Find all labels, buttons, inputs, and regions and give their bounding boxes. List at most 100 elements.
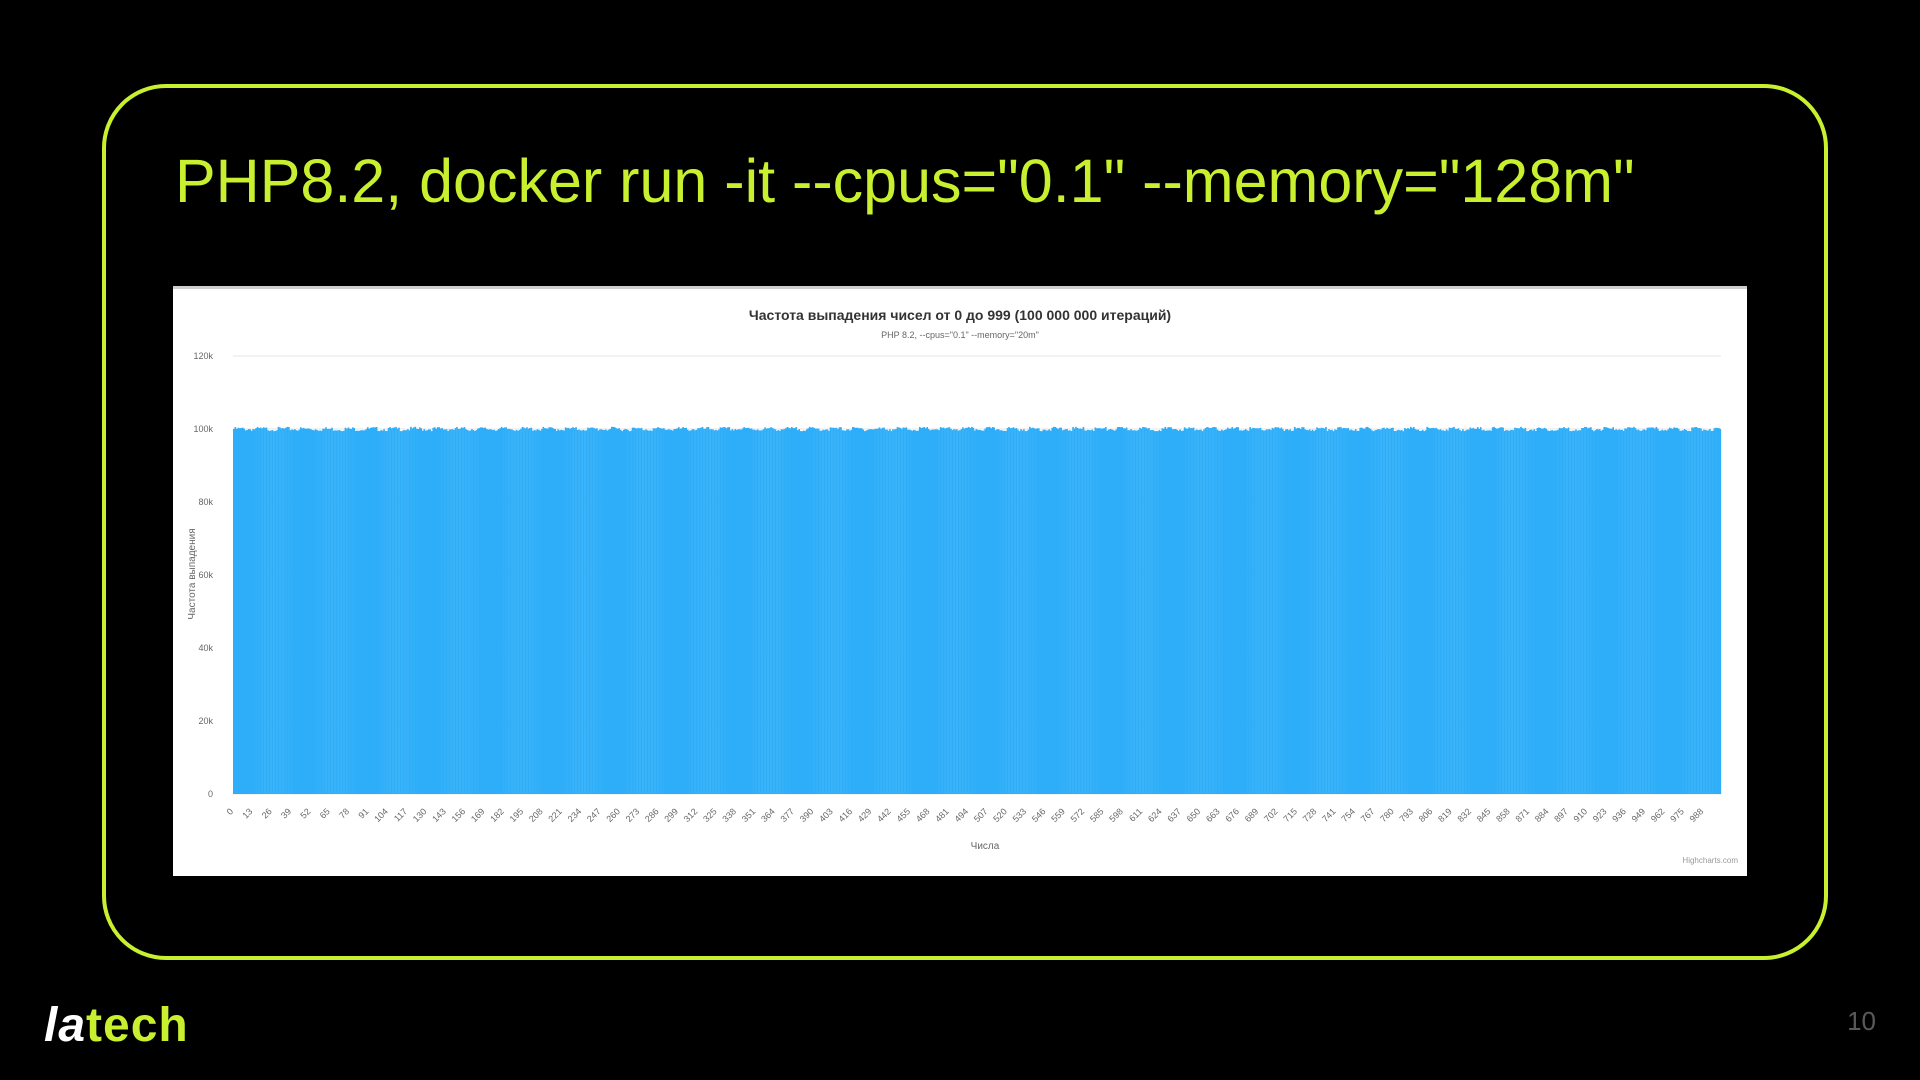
bar[interactable]: [1157, 431, 1159, 794]
bar[interactable]: [622, 429, 625, 794]
bar[interactable]: [237, 427, 240, 794]
bar[interactable]: [1692, 427, 1695, 794]
bar[interactable]: [1151, 430, 1153, 794]
bar[interactable]: [1124, 428, 1126, 794]
bar[interactable]: [1261, 430, 1263, 794]
bar[interactable]: [1222, 430, 1225, 794]
bar[interactable]: [1658, 430, 1661, 794]
bar[interactable]: [1607, 428, 1610, 794]
bar[interactable]: [1383, 427, 1385, 794]
bar[interactable]: [1326, 431, 1329, 794]
bar[interactable]: [1460, 431, 1463, 794]
bar[interactable]: [835, 427, 838, 794]
bar[interactable]: [761, 430, 763, 794]
bar[interactable]: [951, 430, 954, 794]
bar[interactable]: [1707, 430, 1710, 794]
bar[interactable]: [252, 429, 254, 794]
bar[interactable]: [1606, 427, 1609, 794]
bar[interactable]: [883, 427, 885, 794]
bar[interactable]: [1340, 427, 1342, 794]
bar[interactable]: [979, 430, 982, 794]
bar[interactable]: [337, 430, 339, 794]
bar[interactable]: [1338, 427, 1341, 794]
bar[interactable]: [298, 429, 301, 794]
bar[interactable]: [1462, 429, 1464, 794]
bar[interactable]: [1718, 428, 1720, 794]
bar[interactable]: [1255, 428, 1257, 794]
bar[interactable]: [1055, 427, 1058, 794]
bar[interactable]: [1668, 427, 1671, 794]
bar[interactable]: [447, 431, 449, 794]
bar[interactable]: [771, 427, 774, 794]
bar[interactable]: [692, 429, 695, 794]
bar[interactable]: [265, 427, 268, 794]
bar[interactable]: [924, 428, 927, 794]
bar[interactable]: [741, 428, 744, 794]
bar[interactable]: [1472, 427, 1475, 794]
bar[interactable]: [383, 429, 385, 794]
bar[interactable]: [685, 427, 687, 794]
bar[interactable]: [1350, 429, 1353, 794]
bar[interactable]: [493, 429, 496, 794]
bar[interactable]: [319, 430, 321, 794]
bar[interactable]: [1014, 428, 1016, 794]
bar[interactable]: [651, 430, 653, 794]
bar[interactable]: [648, 430, 650, 794]
bar[interactable]: [886, 429, 888, 794]
bar[interactable]: [744, 428, 747, 794]
bar[interactable]: [1487, 430, 1490, 794]
bar[interactable]: [689, 430, 692, 794]
bar[interactable]: [258, 428, 260, 794]
bar[interactable]: [1082, 426, 1085, 794]
bar[interactable]: [530, 427, 533, 794]
bar[interactable]: [1712, 430, 1714, 794]
bar[interactable]: [997, 429, 1000, 794]
bar[interactable]: [1506, 430, 1509, 794]
bar[interactable]: [1497, 428, 1500, 794]
bar[interactable]: [1078, 428, 1080, 794]
bar[interactable]: [1058, 427, 1061, 794]
bar[interactable]: [728, 427, 731, 794]
bar[interactable]: [1582, 427, 1585, 794]
bar[interactable]: [1561, 428, 1564, 794]
bar[interactable]: [573, 428, 576, 794]
bar[interactable]: [640, 427, 643, 794]
bar[interactable]: [1234, 427, 1237, 794]
bar[interactable]: [1410, 426, 1412, 794]
bar[interactable]: [1368, 428, 1370, 794]
bar[interactable]: [233, 429, 235, 794]
bar[interactable]: [944, 428, 946, 794]
bar[interactable]: [569, 428, 571, 794]
bar[interactable]: [938, 430, 940, 794]
bar[interactable]: [985, 427, 988, 794]
bar[interactable]: [1484, 430, 1487, 794]
bar[interactable]: [831, 427, 833, 794]
bar[interactable]: [822, 429, 824, 794]
bar[interactable]: [966, 427, 969, 794]
bar[interactable]: [792, 428, 795, 794]
bar[interactable]: [381, 430, 384, 794]
bar[interactable]: [734, 429, 737, 794]
bar[interactable]: [1357, 430, 1360, 794]
bar[interactable]: [826, 429, 829, 794]
bar[interactable]: [1601, 429, 1604, 794]
bar[interactable]: [1137, 429, 1140, 794]
bar[interactable]: [512, 430, 515, 794]
bar[interactable]: [718, 429, 720, 794]
bar[interactable]: [1610, 428, 1613, 794]
bar[interactable]: [1009, 428, 1012, 794]
bar[interactable]: [471, 429, 473, 794]
bar[interactable]: [840, 427, 842, 794]
bar[interactable]: [1274, 427, 1277, 794]
bar[interactable]: [1185, 428, 1187, 794]
bar[interactable]: [524, 428, 527, 794]
bar[interactable]: [884, 429, 887, 794]
bar[interactable]: [1578, 430, 1580, 794]
bar[interactable]: [416, 428, 418, 794]
bar[interactable]: [982, 430, 985, 794]
bar[interactable]: [450, 429, 452, 794]
bar[interactable]: [816, 428, 818, 794]
bar[interactable]: [1253, 428, 1256, 794]
bar[interactable]: [612, 426, 615, 794]
bar[interactable]: [579, 430, 582, 794]
